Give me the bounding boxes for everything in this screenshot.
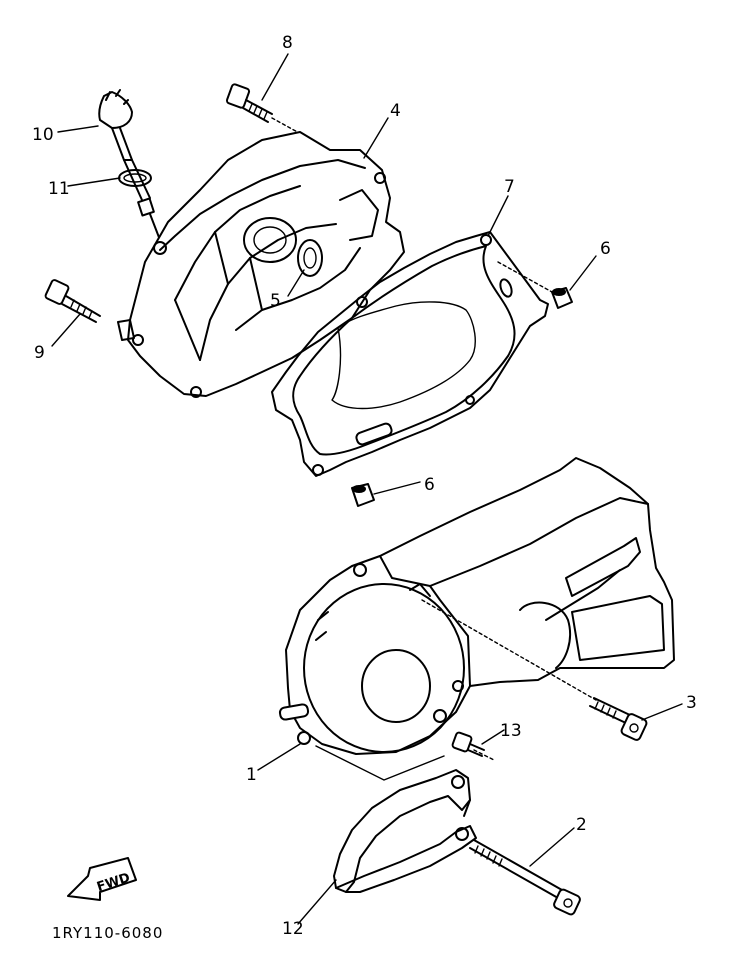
callout-1: 1 [246, 765, 257, 785]
callout-labels: 8 4 10 11 7 6 5 9 6 3 13 1 2 12 [32, 33, 697, 939]
bolt-part-9 [44, 279, 101, 323]
leader-dash-3 [421, 599, 597, 701]
callout-6-upper: 6 [600, 239, 611, 259]
callout-5: 5 [270, 291, 281, 311]
fwd-label: FWD [95, 870, 132, 895]
bolt-part-8 [225, 83, 273, 123]
callout-12: 12 [282, 919, 304, 939]
callout-10: 10 [32, 125, 54, 145]
bolt-part-3 [589, 697, 648, 741]
callout-7: 7 [504, 177, 515, 197]
gasket-part-7 [271, 231, 549, 477]
leader-dash-1 [315, 745, 445, 781]
bolt-part-13 [451, 731, 495, 761]
fwd-arrow: FWD [67, 857, 137, 901]
dowel-pin-part-6-lower [351, 483, 375, 507]
callout-9: 9 [34, 343, 45, 363]
callout-2: 2 [576, 815, 587, 835]
crankcase-cover-part-1 [278, 457, 675, 755]
diagram-code: 1RY110-6080 [52, 924, 163, 942]
callout-3: 3 [686, 693, 697, 713]
bolt-part-2 [469, 839, 581, 916]
bracket-part-12 [333, 769, 477, 893]
leader-dash-6a [497, 261, 553, 293]
leader-lines [51, 53, 683, 925]
callout-6-lower: 6 [424, 475, 435, 495]
callout-13: 13 [500, 721, 522, 741]
callout-11: 11 [48, 179, 70, 199]
crankcase-cover-part-4 [117, 131, 405, 398]
dipstick-part-10 [98, 89, 161, 241]
callout-4: 4 [390, 101, 401, 121]
callout-8: 8 [282, 33, 293, 53]
dowel-pin-part-6-upper [551, 287, 573, 309]
